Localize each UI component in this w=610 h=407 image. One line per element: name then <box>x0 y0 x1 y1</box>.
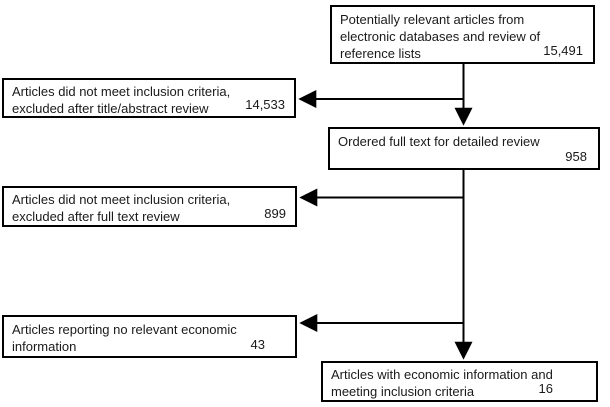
box-text-line: meeting inclusion criteria <box>331 384 475 399</box>
flow-box-identified: Potentially relevant articles from elect… <box>330 5 595 64</box>
box-text-line: Articles did not meet inclusion criteria… <box>12 84 231 99</box>
box-text-line: reference lists <box>340 46 421 61</box>
box-text-line: Ordered full text for detailed review <box>338 134 540 149</box>
box-text-line: Articles did not meet inclusion criteria… <box>12 192 231 207</box>
flow-box-no-economic-information: Articles reporting no relevant economic … <box>2 315 297 358</box>
box-text-line: Articles reporting no relevant economic <box>12 322 237 337</box>
box-text-line: Potentially relevant articles from <box>340 12 525 27</box>
box-text-line: excluded after title/abstract review <box>12 101 209 116</box>
box-count: 43 <box>250 337 265 352</box>
box-text-line: electronic databases and review of <box>340 29 541 44</box>
flow-box-excluded-full-text: Articles did not meet inclusion criteria… <box>2 186 297 227</box>
flow-box-included: Articles with economic information and m… <box>321 361 598 402</box>
box-text-line: information <box>12 339 77 354</box>
box-text-line: Articles with economic information and <box>331 367 553 382</box>
flow-box-excluded-title-abstract: Articles did not meet inclusion criteria… <box>2 78 296 118</box>
box-text-line: excluded after full text review <box>12 209 180 224</box>
box-count: 899 <box>264 206 286 221</box>
box-count: 15,491 <box>543 43 583 58</box>
box-count: 14,533 <box>245 97 285 112</box>
box-count: 16 <box>538 381 553 396</box>
flow-box-full-text-ordered: Ordered full text for detailed review 95… <box>328 127 600 170</box>
box-count: 958 <box>565 149 587 164</box>
